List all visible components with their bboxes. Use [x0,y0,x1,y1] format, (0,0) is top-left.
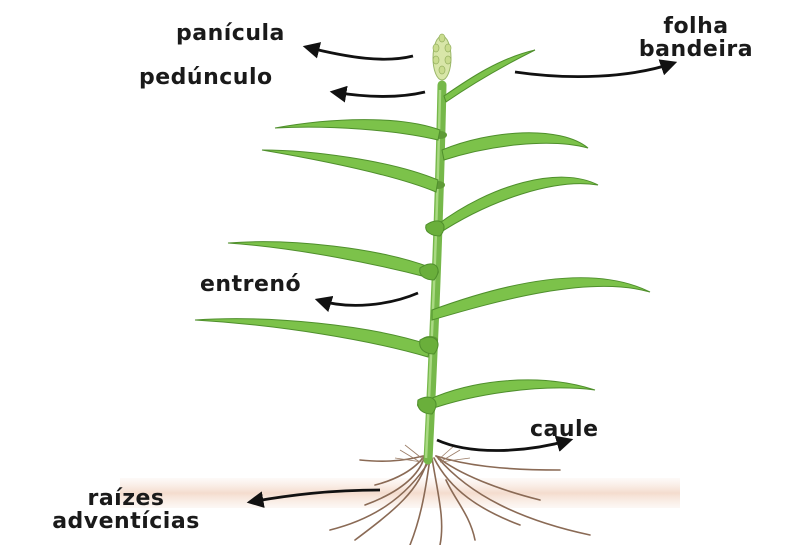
label-roots-line2: adventícias [6,510,246,533]
panicle [433,34,451,80]
pointer-arrows [250,47,674,502]
label-roots-line1: raízes [6,487,246,510]
flag-leaf [444,50,535,102]
label-internode: entrenó [200,274,301,296]
label-flag-leaf-line2: bandeira [608,38,784,61]
label-stem: caule [530,419,599,441]
label-flag-leaf: folha bandeira [608,15,784,61]
arrow-peduncle [333,92,425,97]
label-panicula: panícula [176,23,285,45]
arrow-panicula [306,47,413,59]
arrow-internode [318,293,418,305]
arrow-flag-leaf [515,63,674,77]
label-flag-leaf-line1: folha [608,15,784,38]
leaves [195,50,650,414]
label-peduncle: pedúnculo [139,67,273,89]
label-roots: raízes adventícias [6,487,246,533]
